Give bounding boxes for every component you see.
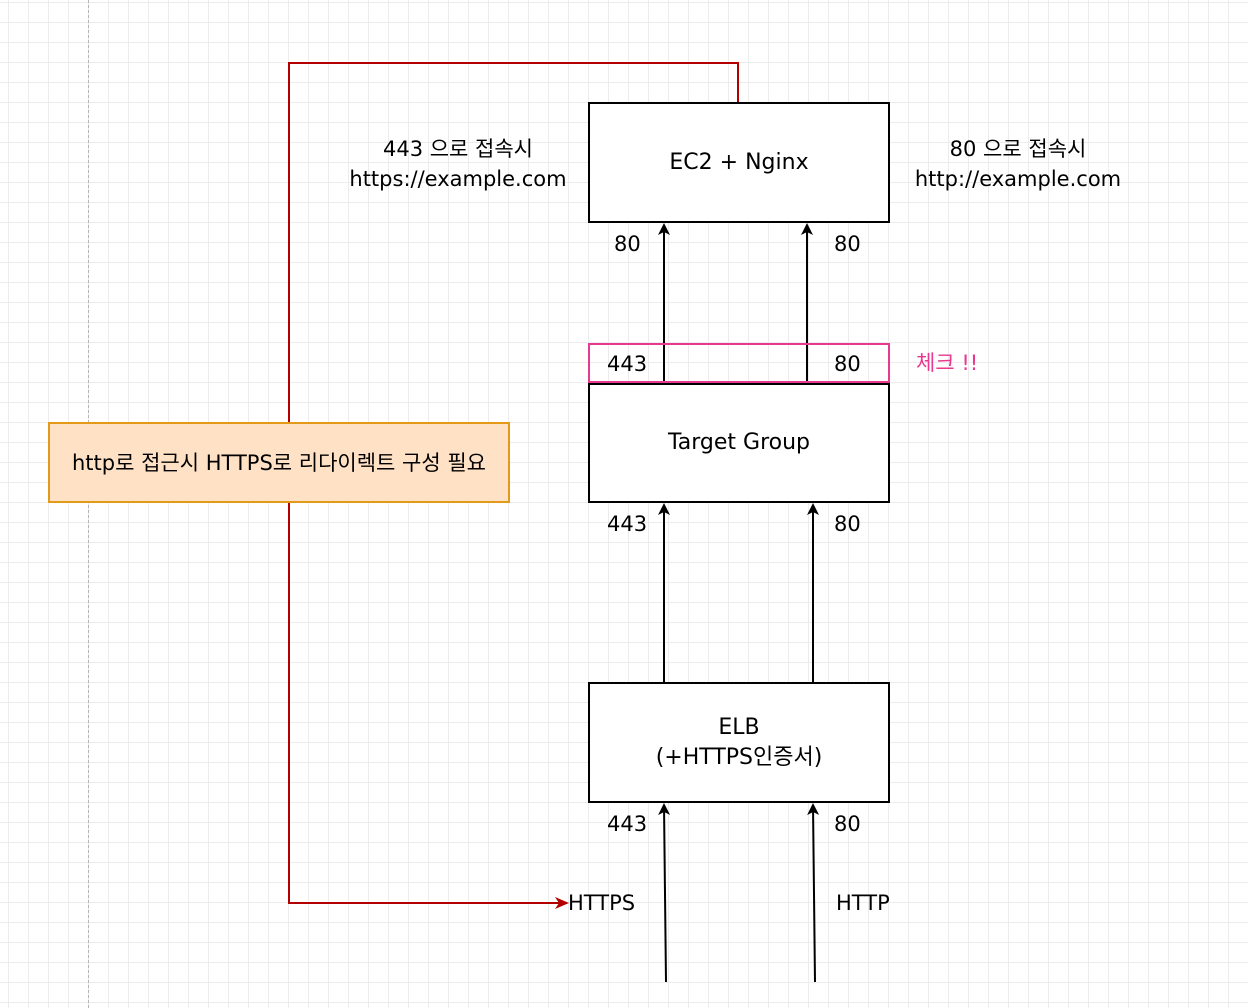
page-boundary-line	[88, 0, 89, 1008]
ec2-nginx-label: EC2 + Nginx	[669, 149, 809, 175]
https-input-label: HTTPS	[568, 891, 636, 915]
https-access-note: 443 으로 접속시 https://example.com	[340, 136, 576, 192]
arrow-https-to-elb	[658, 803, 671, 983]
redirect-note-text: http로 접근시 HTTPS로 리다이렉트 구성 필요	[71, 450, 487, 475]
port-label-tg-in-right: 80	[834, 512, 861, 536]
port-label-tg-in-left: 443	[607, 512, 648, 536]
port-label-elb-in-right: 80	[834, 812, 861, 836]
http-access-url-text: http://example.com	[914, 167, 1122, 191]
check-annotation: 체크 !!	[916, 351, 979, 375]
arrow-http-to-elb	[807, 803, 820, 983]
target-group-label: Target Group	[667, 430, 811, 455]
http-access-port-text: 80 으로 접속시	[949, 137, 1087, 161]
redirect-connector	[288, 62, 739, 909]
http-input-label: HTTP	[836, 891, 890, 915]
port-label-tg-top-left: 443	[607, 352, 648, 376]
elb-node[interactable]: ELB (+HTTPS인증서)	[588, 682, 890, 803]
elb-cert-label: (+HTTPS인증서)	[655, 744, 823, 770]
target-group-node[interactable]: Target Group	[588, 383, 890, 503]
port-label-elb-in-left: 443	[607, 812, 648, 836]
https-access-url-text: https://example.com	[349, 167, 567, 191]
target-group-port-highlight[interactable]	[588, 343, 890, 383]
http-access-note: 80 으로 접속시 http://example.com	[906, 136, 1130, 192]
redirect-note[interactable]: http로 접근시 HTTPS로 리다이렉트 구성 필요	[48, 422, 510, 503]
port-label-ec2-right: 80	[834, 232, 861, 256]
port-label-tg-top-right: 80	[834, 352, 861, 376]
elb-label: ELB	[718, 714, 760, 740]
ec2-nginx-node[interactable]: EC2 + Nginx	[588, 102, 890, 223]
https-access-port-text: 443 으로 접속시	[382, 137, 534, 161]
port-label-ec2-left: 80	[614, 232, 641, 256]
